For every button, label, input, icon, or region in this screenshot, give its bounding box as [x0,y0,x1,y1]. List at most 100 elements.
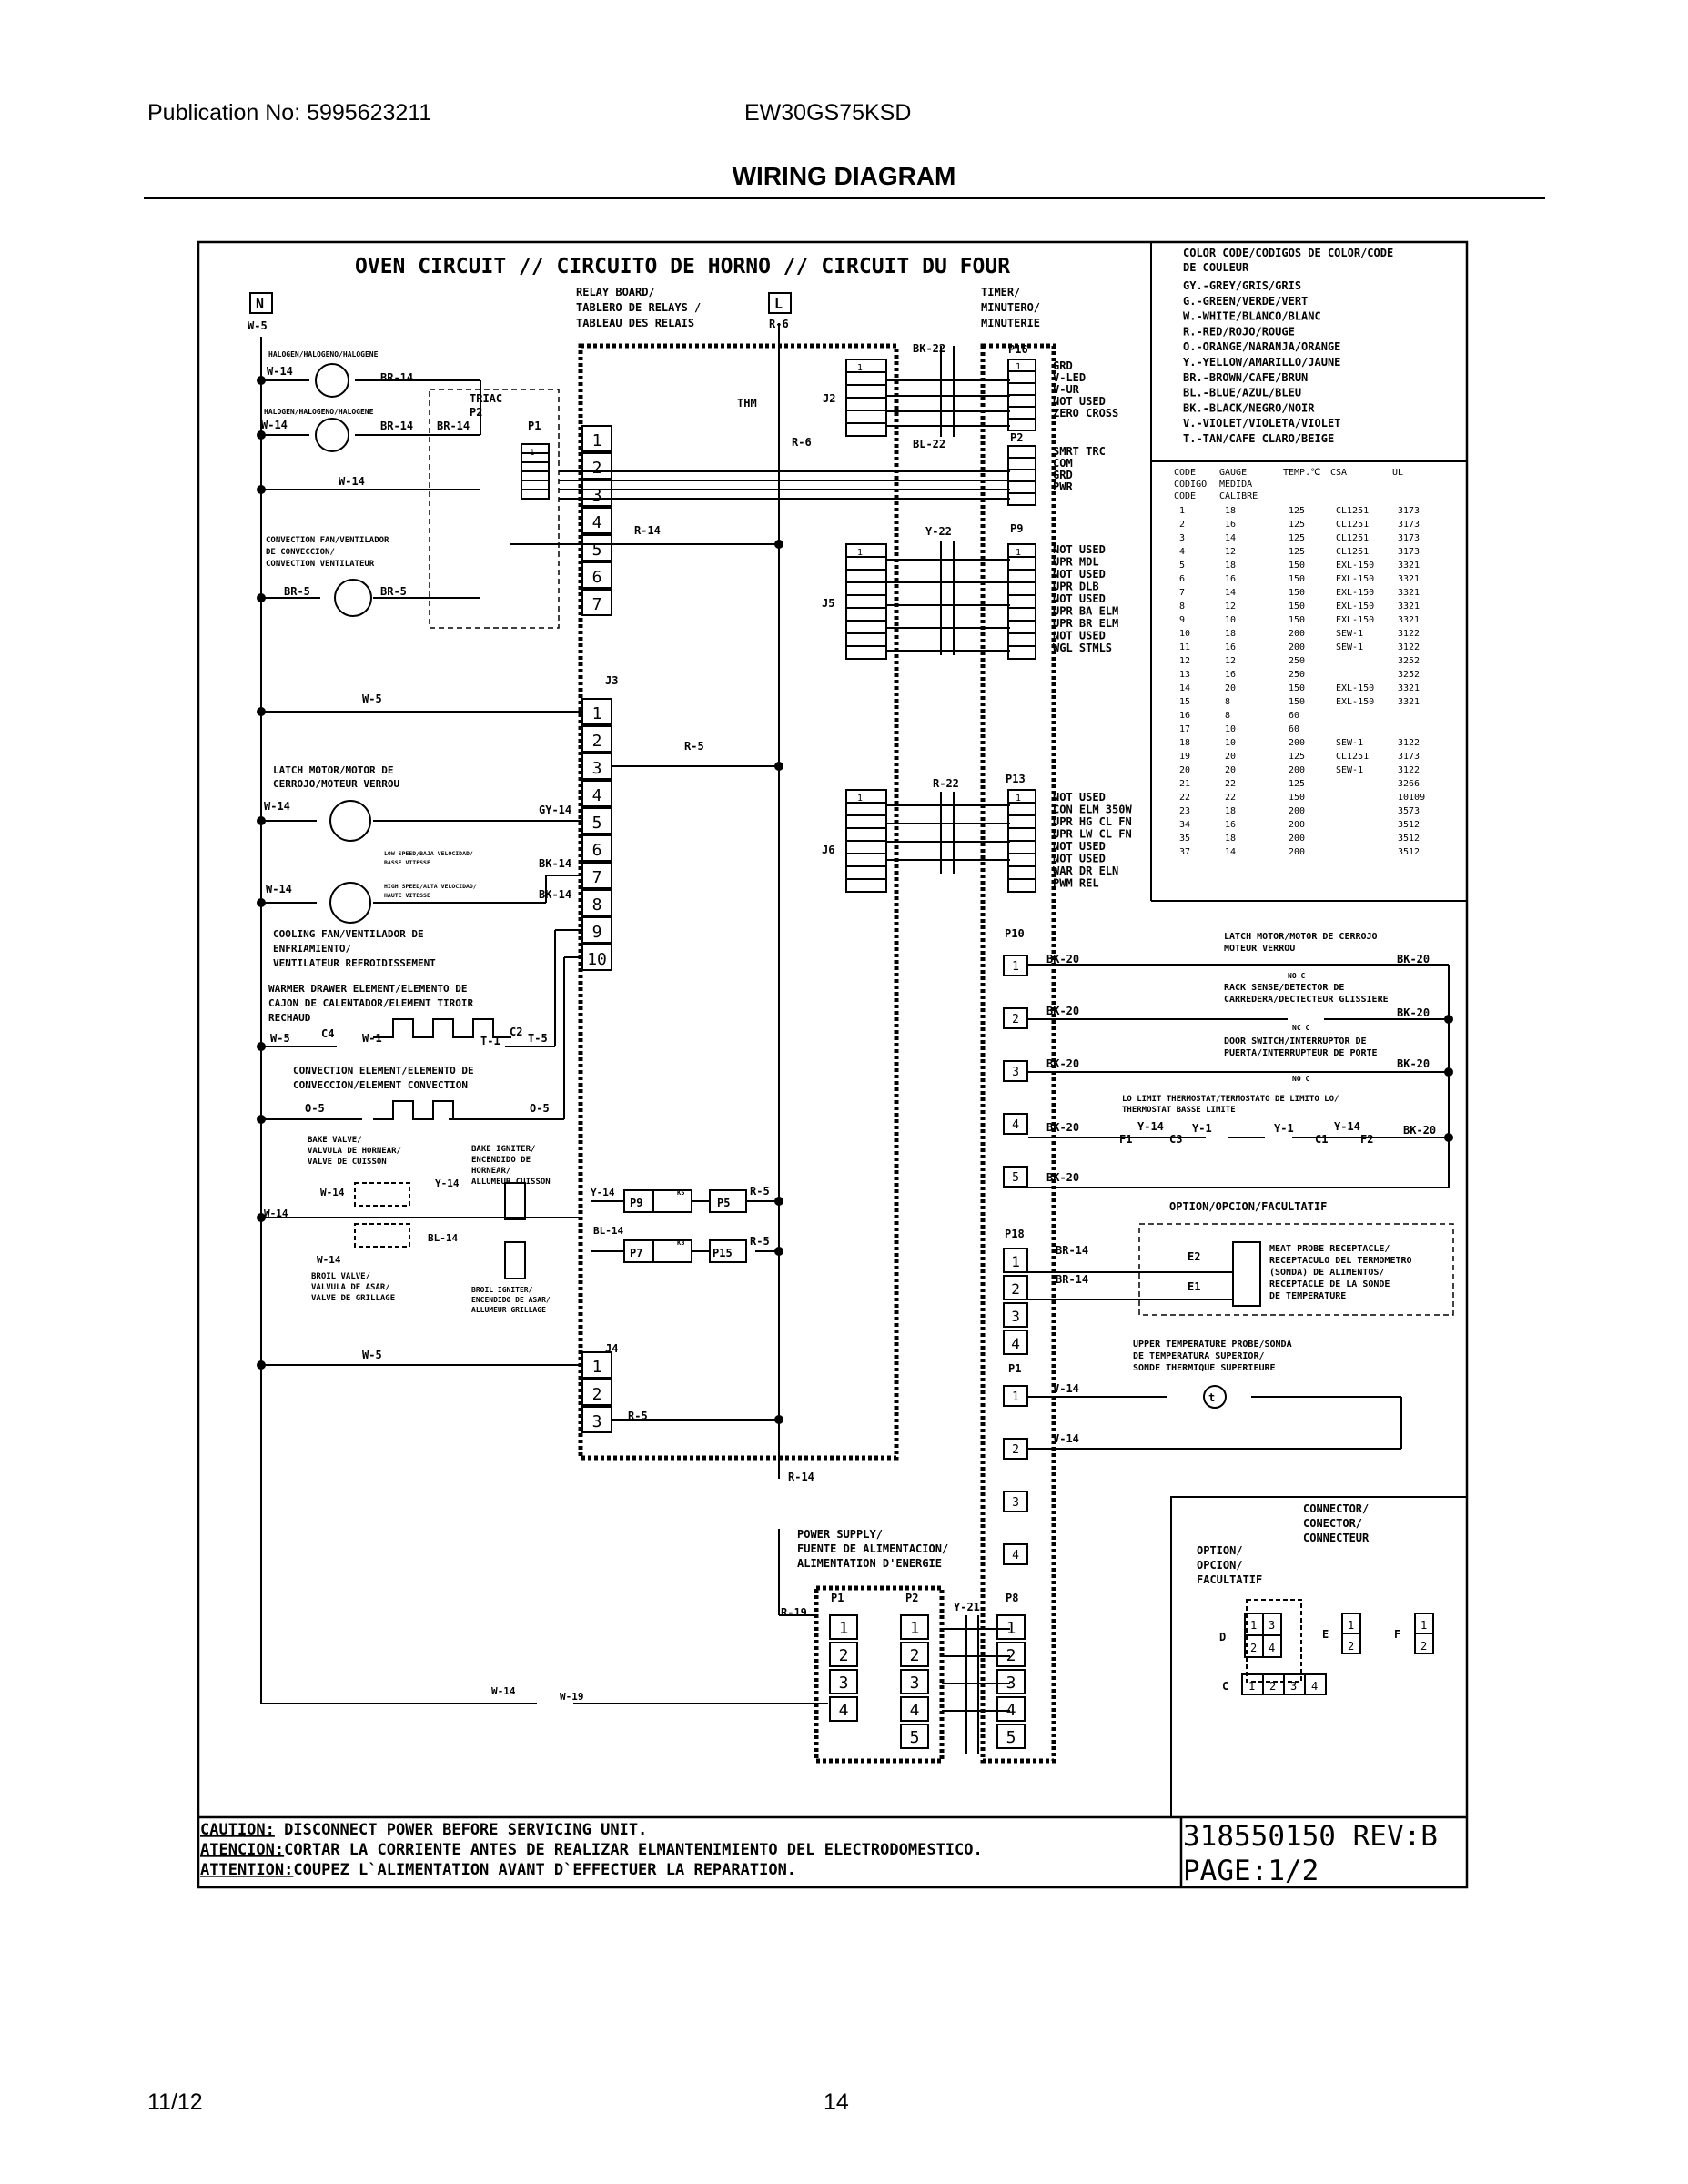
wire-label: R-5 [684,740,704,753]
convection-element-label: CONVECCION/ELEMENT CONVECTION [293,1079,468,1091]
p8-pin [996,1614,1026,1640]
gauge-table-cell: 125 [1289,752,1305,762]
j3-pin-number: 4 [592,786,602,805]
gauge-table-cell: 200 [1289,738,1305,748]
p18-pin-number: 2 [1011,1280,1020,1298]
pin-number: 1 [1016,794,1021,804]
j5-strip [845,620,887,634]
wire-label: BR-14 [380,420,413,432]
pin-number: 1 [1016,362,1021,372]
triac-pin-number: 3 [592,486,602,505]
gauge-table-cell: 200 [1289,806,1305,816]
gauge-table-header: CALIBRE [1219,491,1258,501]
triac-pin-number: 5 [592,541,602,560]
gauge-table-cell: EXL-150 [1336,574,1374,584]
gauge-table-cell: SEW-1 [1336,629,1363,639]
p1-strip [521,452,550,463]
caution-line: CAUTION: DISCONNECT POWER BEFORE SERVICI… [200,1821,647,1839]
gauge-table-cell: 5 [1179,561,1185,571]
cooling-fan-label: ENFRIAMIENTO/ [273,943,351,955]
switch-label: NO C [1288,972,1305,980]
broil-valve-label: VALVULA DE ASAR/ [311,1283,390,1292]
triac-pin-number: 1 [592,431,602,450]
gauge-table-cell: 250 [1289,656,1305,666]
j3-pin [581,725,612,753]
gauge-table-cell: 20 [1179,765,1190,775]
p1-pin-number: 2 [1012,1443,1019,1457]
gauge-table-cell: 200 [1289,765,1305,775]
p9-strip [1007,543,1036,558]
gauge-table-cell: EXL-150 [1336,615,1374,625]
gauge-table-cell: 11 [1179,642,1190,652]
ps-p1-pin-number: 1 [839,1619,849,1638]
wire-label: R-22 [933,777,959,790]
gauge-table-cell: 150 [1289,574,1305,584]
wire-label: V-14 [1053,1432,1079,1445]
connector-option-label: OPTION/ [1197,1544,1243,1557]
wire-label: R-5 [628,1410,648,1422]
l-terminal-label: L [774,296,783,312]
gauge-table-cell: 2 [1179,520,1185,530]
bake-valve-label: VALVULA DE HORNEAR/ [308,1147,401,1156]
j4-pin-number: 3 [592,1412,602,1431]
gauge-table-cell: 3122 [1398,765,1420,775]
p13-strip [1007,789,1036,804]
gauge-table-header: TEMP.℃ [1283,468,1320,478]
gauge-table-cell: 1 [1179,506,1185,516]
wire-label: BK-14 [539,888,571,901]
junction-dot [1444,1015,1453,1024]
gauge-table-cell: 14 [1225,847,1236,857]
footer-page-number: 14 [824,2089,849,2115]
p13-strip [1007,827,1036,842]
connector-box-title: CONNECTEUR [1303,1532,1370,1544]
gauge-table-cell: 10 [1225,615,1236,625]
broil-igniter-label: ENCENDIDO DE ASAR/ [471,1296,551,1304]
junction-dot [257,816,266,825]
gauge-table-cell: 35 [1179,834,1190,844]
bake-valve-label: VALVE DE CUISSON [308,1158,387,1167]
p2-strip [1007,480,1036,494]
wire-label: W-14 [261,419,288,431]
wire-label: BK-20 [1046,953,1079,966]
gauge-table-cell: 22 [1179,793,1190,803]
p18-pin [1003,1248,1028,1273]
p13-pin-label: NOT USED [1053,853,1106,865]
gauge-table-cell: 18 [1179,738,1190,748]
gauge-table-cell: 12 [1225,656,1236,666]
p9-strip [1007,581,1036,596]
ps-p1-pin-number: 4 [839,1701,849,1720]
j6-strip [845,789,887,804]
p2-pin-label: GRD [1053,469,1073,481]
ps-p2-pin [900,1669,929,1694]
gauge-table-cell: 3321 [1398,615,1420,625]
timer-label: MINUTERO/ [981,301,1040,314]
junction-dot [257,593,266,602]
warmer-drawer-label: CAJON DE CALENTADOR/ELEMENT TIROIR [268,997,474,1009]
j6-strip [845,878,887,893]
color-code-row: BL.-BLUE/AZUL/BLEU [1183,387,1301,399]
wire-label: W-5 [248,319,268,332]
wire-label: BR-14 [380,371,413,384]
gauge-table-cell: 3173 [1398,547,1420,557]
wire-label: W-19 [560,1691,584,1703]
model-number: EW30GS75KSD [744,100,912,126]
p1-pin [1003,1385,1028,1407]
gauge-table-header: CSA [1330,468,1347,478]
gauge-table-cell: 150 [1289,697,1305,707]
j3-pin [581,944,612,971]
color-code-row: O.-ORANGE/NARANJA/ORANGE [1183,340,1340,353]
gauge-table-header: UL [1392,468,1403,478]
triac-pin [581,425,612,452]
connector-pin-number: 2 [1250,1642,1257,1654]
gauge-table-cell: 150 [1289,602,1305,612]
pin-number: 1 [857,794,863,804]
p9-strip [1007,607,1036,622]
connector-pin-number: 4 [1311,1680,1318,1693]
meat-probe-label: MEAT PROBE RECEPTACLE/ [1269,1244,1390,1254]
warmer-drawer-label: RECHAUD [268,1012,311,1024]
bake-igniter-label: BAKE IGNITER/ [471,1145,535,1154]
j3-pin-number: 9 [592,923,602,942]
connector-pin-number: 1 [1348,1619,1354,1632]
gauge-table-cell: 10109 [1398,793,1425,803]
p8-pin-number: 3 [1006,1673,1016,1693]
